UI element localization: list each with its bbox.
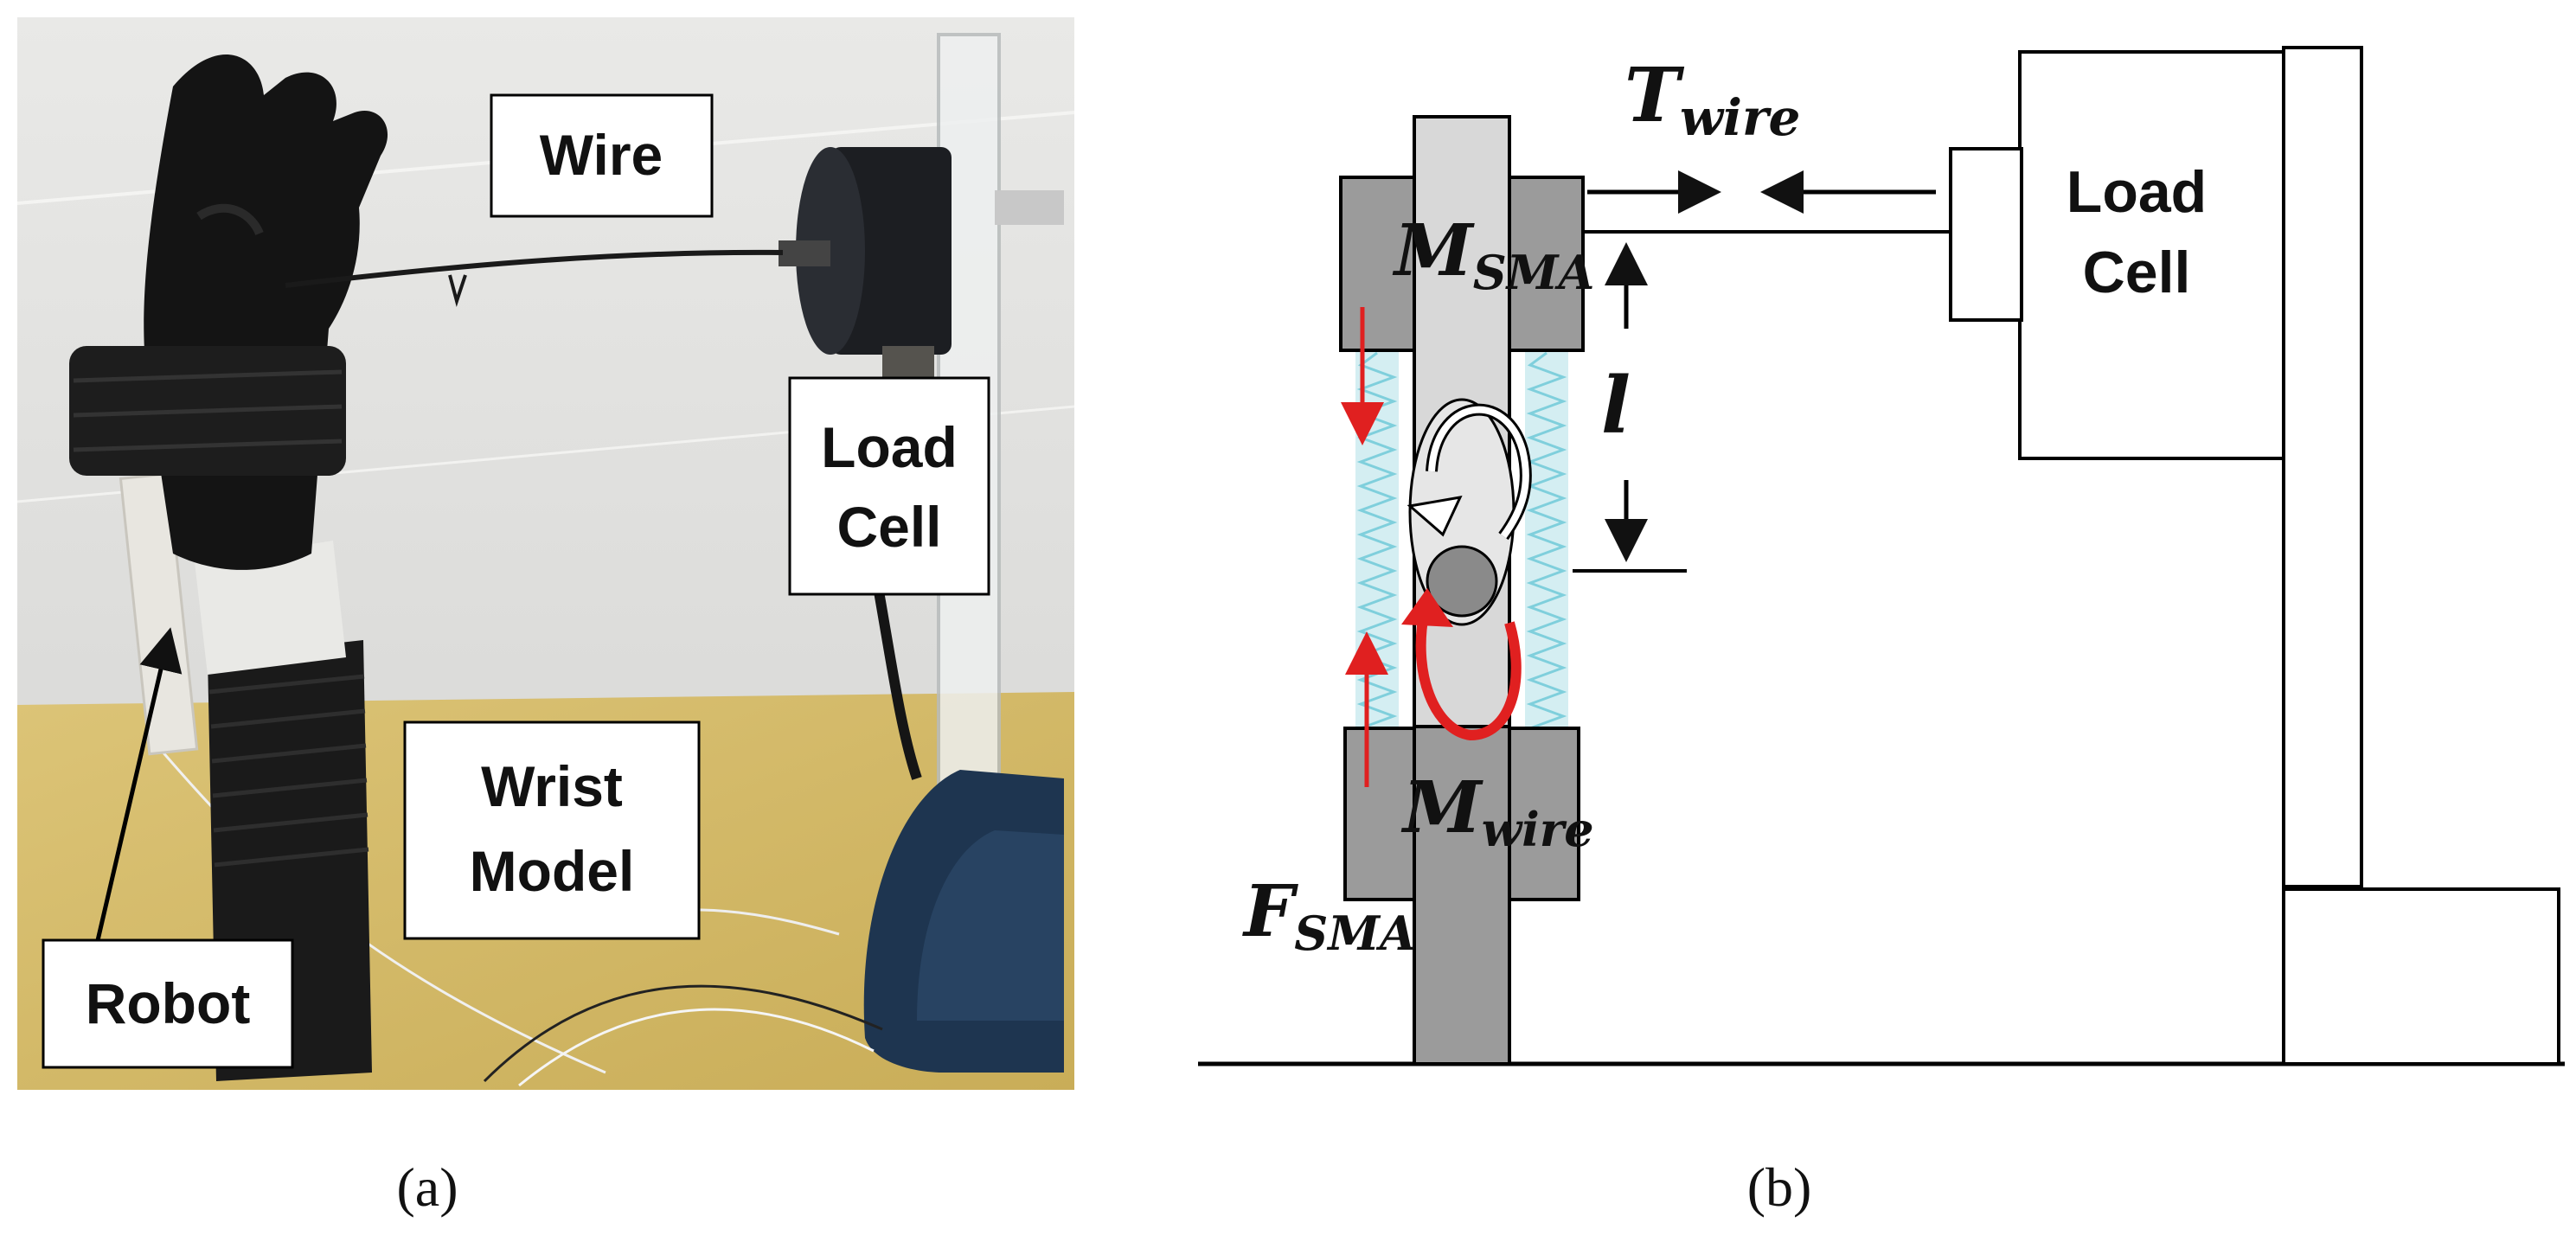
f-sma-main: F	[1242, 870, 1298, 953]
m-wire-main: M	[1400, 766, 1483, 849]
wrist-sleeve	[195, 541, 346, 675]
signal-wire	[518, 1008, 875, 1087]
length-label: l	[1601, 360, 1631, 451]
rotation-arrow-red	[1415, 604, 1522, 741]
m-sma-main: M	[1392, 209, 1475, 292]
label-wrist-model-line2: Model	[470, 839, 635, 903]
schematic-load-cell-line1: Load	[2067, 159, 2207, 225]
stand-rod	[995, 190, 1064, 225]
robot-bracket	[119, 472, 199, 756]
schematic-load-cell-line2: Cell	[2083, 240, 2191, 305]
m-sma-label: MSMA	[1392, 209, 1594, 300]
signal-wire	[483, 984, 883, 1083]
wrist-band-lines	[73, 369, 343, 452]
lower-block-right	[1508, 727, 1580, 901]
forearm-strap-lines	[208, 674, 369, 868]
label-wrist-model-line1: Wrist	[481, 754, 623, 818]
label-box-robot: Robot	[42, 938, 294, 1069]
lower-shaft	[1413, 725, 1511, 1066]
panel-b-diagram: Load Cell	[1198, 46, 2565, 1066]
upper-block-right	[1508, 176, 1585, 352]
t-wire-main: T	[1624, 52, 1685, 139]
rotation-arrowhead-red	[1401, 588, 1453, 627]
caption-a: (a)	[396, 1156, 458, 1218]
load-cell-connector	[1949, 147, 2023, 322]
label-load-cell-line1: Load	[821, 415, 958, 479]
label-robot: Robot	[86, 971, 251, 1035]
wire-knot	[448, 274, 467, 307]
tension-wire	[285, 249, 784, 288]
m-sma-sub: SMA	[1473, 245, 1595, 300]
caption-b: (b)	[1747, 1156, 1812, 1218]
load-cell-device	[779, 147, 952, 381]
m-wire-label: Mwire	[1400, 766, 1594, 857]
rotation-arrowhead-white	[1407, 496, 1463, 537]
frame-base	[2282, 887, 2560, 1066]
upper-block-left	[1339, 176, 1416, 352]
frame-upright	[2282, 46, 2363, 888]
panel-a-photo: Wire Load Cell Wrist Model Robot	[16, 17, 1075, 1090]
t-wire-sub: wire	[1680, 88, 1800, 147]
f-sma-sub: SMA	[1294, 906, 1416, 961]
load-cell-cable	[868, 560, 922, 780]
label-box-wrist-model: Wrist Model	[403, 720, 701, 940]
pivot-joint	[1426, 545, 1498, 618]
rotation-arrow-white	[1428, 406, 1529, 539]
robot-pointer-arrow	[93, 627, 183, 952]
f-sma-label: FSMA	[1242, 870, 1416, 961]
glove-hand	[69, 54, 388, 570]
label-wire: Wire	[540, 123, 663, 187]
label-box-wire: Wire	[490, 93, 714, 218]
label-box-load-cell-photo: Load Cell	[788, 376, 990, 596]
sma-spring-right	[1526, 351, 1567, 730]
load-cell-block	[2018, 50, 2285, 460]
lower-block-left	[1343, 727, 1416, 901]
t-wire-label: Twire	[1624, 52, 1800, 147]
m-wire-sub: wire	[1482, 802, 1594, 857]
label-load-cell-line2: Cell	[836, 495, 941, 559]
clamp-highlight	[917, 830, 1064, 1021]
